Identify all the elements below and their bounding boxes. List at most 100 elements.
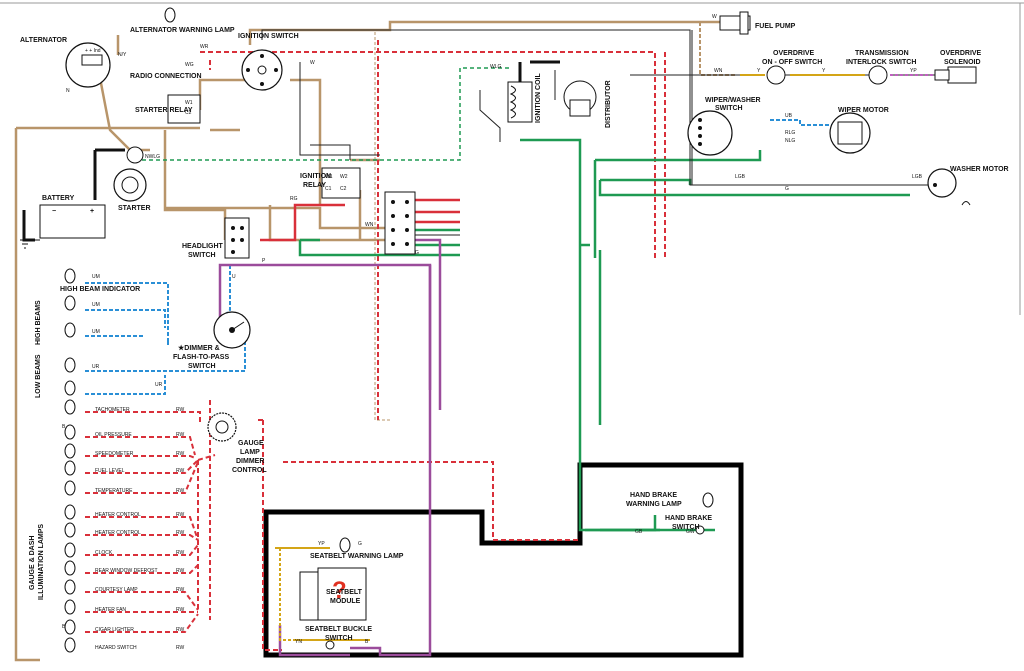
svg-text:B: B	[62, 424, 66, 430]
dash-lamp-code: RW	[176, 407, 185, 413]
dash-lamp-code: RW	[176, 587, 185, 593]
wiper-switch-label-2: SWITCH	[715, 105, 743, 112]
wiper-switch-label-1: WIPER/WASHER	[705, 97, 761, 104]
headlight-switch	[224, 217, 250, 259]
dash-lamp-label: HEATER FAN	[95, 607, 126, 613]
dash-lamp-bulb	[64, 480, 76, 496]
dash-lamp-label: OIL PRESSURE	[95, 432, 132, 438]
svg-text:P: P	[262, 258, 266, 264]
fuel-pump	[719, 11, 751, 35]
alt-warning-lamp	[164, 7, 176, 23]
seatbelt-module	[299, 567, 367, 621]
dash-lamp-label: REAR WINDOW DEFROST	[95, 568, 158, 574]
dash-lamp-bulb	[64, 599, 76, 615]
dash-lamp-code: RW	[176, 451, 185, 457]
dimmer-label-1: ★DIMMER &	[178, 344, 220, 352]
ignition-relay: W1 W2 C1 C2	[321, 167, 361, 199]
svg-text:B: B	[365, 639, 369, 645]
svg-text:U: U	[232, 274, 236, 280]
svg-text:B: B	[62, 624, 66, 630]
svg-text:W: W	[712, 14, 717, 20]
hand-brake-switch-label-1: HAND BRAKE	[665, 515, 712, 522]
seatbelt-warning-lamp	[339, 537, 351, 553]
wiper-motor-label: WIPER MOTOR	[838, 107, 889, 114]
dash-lamp-bulb	[64, 399, 76, 415]
svg-text:UM: UM	[92, 274, 100, 280]
svg-text:G: G	[358, 541, 362, 547]
dash-lamp-bulb	[64, 460, 76, 476]
svg-text:+ + Ind: + + Ind	[85, 48, 101, 54]
svg-text:C1: C1	[325, 186, 332, 192]
svg-text:Y: Y	[757, 68, 761, 74]
svg-text:NWLG: NWLG	[145, 154, 160, 160]
svg-text:WN: WN	[365, 222, 374, 228]
dimmer-label-3: SWITCH	[188, 363, 216, 370]
svg-text:UR: UR	[92, 364, 100, 370]
dash-lamp-label: HEATER CONTROL	[95, 512, 141, 518]
black-thin-wires	[261, 29, 935, 236]
dash-lamp-code: RW	[176, 488, 185, 494]
svg-text:WLG: WLG	[490, 64, 502, 70]
brown-white-thin	[374, 32, 390, 421]
hand-brake-switch-label-2: SWITCH	[672, 524, 700, 531]
overdrive-solenoid-label-1: OVERDRIVE	[940, 50, 982, 57]
dash-lamp-bulb	[64, 504, 76, 520]
gauge-dimmer-label-4: CONTROL	[232, 467, 267, 474]
washer-motor	[927, 168, 971, 206]
svg-text:WG: WG	[185, 62, 194, 68]
headlight-switch-label-2: SWITCH	[188, 252, 216, 259]
svg-text:NLG: NLG	[785, 138, 795, 144]
dash-lamp-label: TACHOMETER	[95, 407, 130, 413]
seatbelt-buckle-label-2: SWITCH	[325, 635, 353, 642]
alternator-label: ALTERNATOR	[20, 37, 67, 44]
svg-text:RG: RG	[290, 196, 298, 202]
ignition-coil-label: IGNITION COIL	[535, 73, 542, 124]
brown-wires	[14, 20, 720, 662]
svg-text:GB: GB	[635, 529, 643, 535]
svg-text:N: N	[66, 88, 70, 94]
starter-relay: W1 C2	[167, 94, 201, 124]
ignition-switch-label-1: IGNITION SWITCH	[238, 33, 299, 40]
svg-text:GW: GW	[686, 529, 695, 535]
starter-label: STARTER	[118, 205, 151, 212]
overdrive-switch-label-2: ON - OFF SWITCH	[762, 59, 822, 66]
svg-text:N/Y: N/Y	[118, 52, 127, 58]
dash-lamp-code: RW	[176, 432, 185, 438]
transmission-switch-label-2: INTERLOCK SWITCH	[846, 59, 916, 66]
fuse-block	[384, 191, 416, 255]
svg-text:UM: UM	[92, 302, 100, 308]
dash-lamp-label: TEMPERATURE	[95, 488, 133, 494]
low-beams-label: LOW BEAMS	[35, 354, 42, 398]
high-beam-indicator-label: HIGH BEAM INDICATOR	[60, 286, 140, 293]
dash-lamp-bulb	[64, 542, 76, 558]
dash-lamp-code: RW	[176, 645, 185, 651]
dash-lamp-bulb	[64, 560, 76, 576]
dash-lamp-code: RW	[176, 530, 185, 536]
dash-lamp-code: RW	[176, 627, 185, 633]
dash-lamp-bulb	[64, 579, 76, 595]
ignition-switch	[241, 49, 283, 91]
alt-warning-lamp-label: ALTERNATOR WARNING LAMP	[130, 27, 235, 34]
seatbelt-module-label-2: MODULE	[330, 598, 361, 605]
dash-lamp-label: CLOCK	[95, 550, 113, 556]
headlight-switch-label-1: HEADLIGHT	[182, 243, 224, 250]
gauge-dash-label-1: GAUGE & DASH	[29, 536, 36, 590]
gauge-dimmer-label-1: GAUGE	[238, 440, 264, 447]
ignition-relay-label-1: IGNITION	[300, 173, 331, 180]
seatbelt-buckle-switch	[325, 640, 335, 650]
seatbelt-lamp-label: SEATBELT WARNING LAMP	[310, 553, 404, 560]
dash-lamp-label: CIGAR LIGHTER	[95, 627, 134, 633]
svg-text:YN: YN	[295, 639, 302, 645]
purple-wires	[218, 238, 442, 657]
svg-text:UR: UR	[155, 382, 163, 388]
gauge-dimmer-label-2: LAMP	[240, 449, 260, 456]
dash-lamp-label: SPEEDOMETER	[95, 451, 134, 457]
svg-text:G: G	[785, 186, 789, 192]
alternator: + + Ind	[65, 42, 111, 88]
gauge-dash-label-2: ILLUMINATION LAMPS	[38, 524, 45, 600]
svg-text:LGB: LGB	[735, 174, 746, 180]
dash-lamp-code: RW	[176, 568, 185, 574]
dimmer-switch	[213, 311, 251, 349]
dash-lamp-label: COURTESY LAMP	[95, 587, 138, 593]
